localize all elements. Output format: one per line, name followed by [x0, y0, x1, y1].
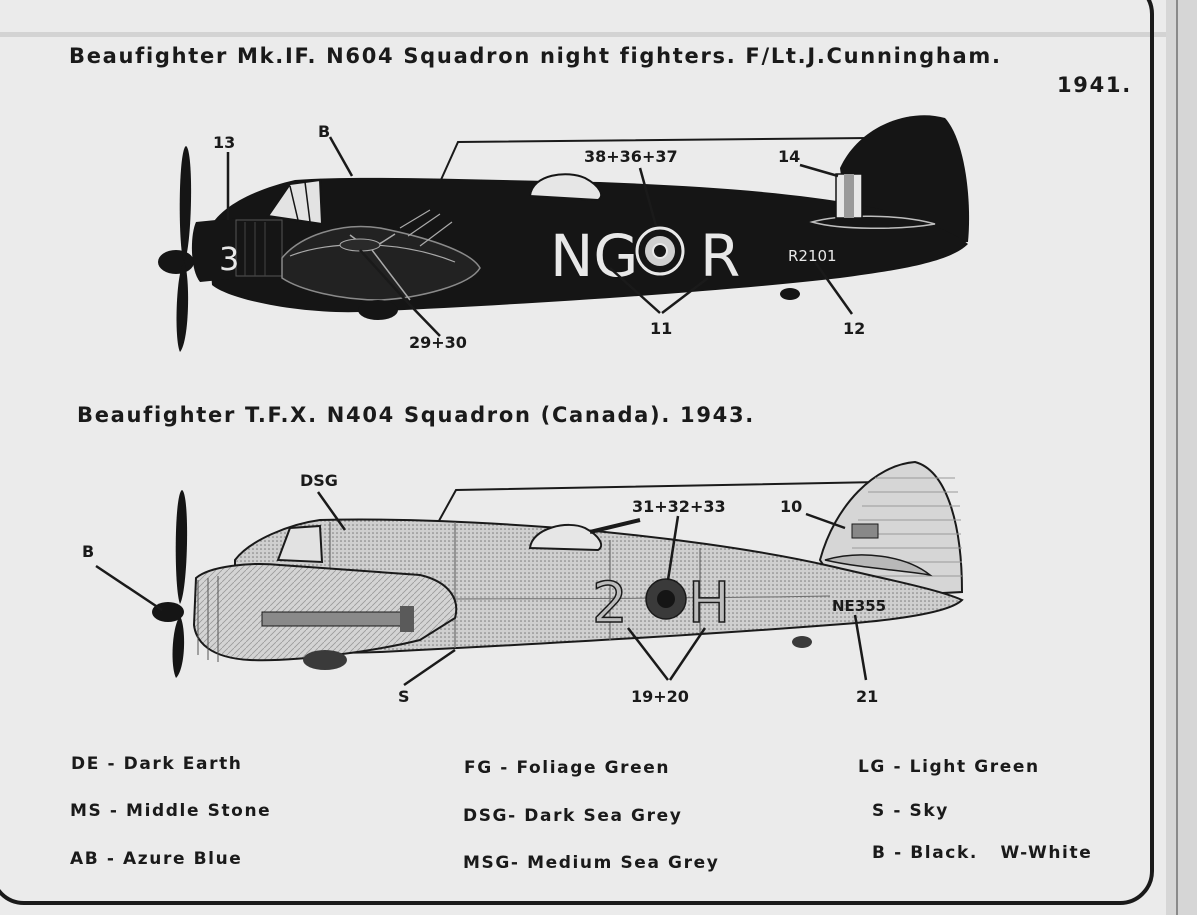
profile1-nose-number: 3 [219, 240, 239, 278]
profile2-callout-lines [95, 491, 868, 687]
profile1-title: Beaufighter Mk.IF. N604 Squadron night f… [69, 44, 1002, 68]
callout-21: 21 [856, 687, 878, 706]
callout-13: 13 [213, 133, 235, 152]
legend-ms: MS - Middle Stone [70, 801, 272, 821]
profile2-fuselage [152, 460, 964, 678]
legend-msg: MSG- Medium Sea Grey [463, 853, 720, 873]
callout-29-30: 29+30 [409, 333, 467, 352]
paper-right-edge [1176, 0, 1178, 915]
legend-ab: AB - Azure Blue [70, 849, 243, 869]
callout-12: 12 [843, 319, 865, 338]
paper-right-margin [1166, 0, 1197, 915]
legend-fg: FG - Foliage Green [464, 758, 671, 778]
legend-s: S - Sky [872, 801, 949, 821]
callout-11: 11 [650, 319, 672, 338]
profile1-year: 1941. [1057, 73, 1132, 97]
callout-38-36-37: 38+36+37 [584, 147, 678, 166]
callout-31-32-33: 31+32+33 [632, 497, 726, 516]
profile2-serial: NE355 [832, 597, 886, 615]
profile2-callouts: DSG 31+32+33 10 B S 19+20 21 [82, 471, 878, 706]
profile1-callout-lines [226, 136, 854, 337]
profile1-fuselage [158, 115, 970, 352]
callout-19-20: 19+20 [631, 687, 689, 706]
callout-b-prop: B [82, 542, 94, 561]
profile2-code-right: H [688, 571, 730, 636]
profile2-code-left: 2 [592, 571, 628, 636]
callout-dsg: DSG [300, 471, 338, 490]
callout-14: 14 [778, 147, 800, 166]
sheet-frame [0, 0, 1154, 905]
callout-b: B [318, 122, 330, 141]
profile1-callouts: 13 B 38+36+37 14 29+30 11 12 [213, 122, 865, 352]
legend-dsg: DSG- Dark Sea Grey [463, 806, 683, 826]
paper-fold-edge [0, 32, 1197, 37]
callout-s: S [398, 687, 410, 706]
profile2-title: Beaufighter T.F.X. N404 Squadron (Canada… [77, 403, 755, 427]
profile1-serial: R2101 [788, 247, 837, 265]
legend-lg: LG - Light Green [858, 757, 1040, 777]
legend-de: DE - Dark Earth [71, 754, 243, 774]
legend-b-w: B - Black. W-White [872, 843, 1093, 863]
callout-10: 10 [780, 497, 802, 516]
